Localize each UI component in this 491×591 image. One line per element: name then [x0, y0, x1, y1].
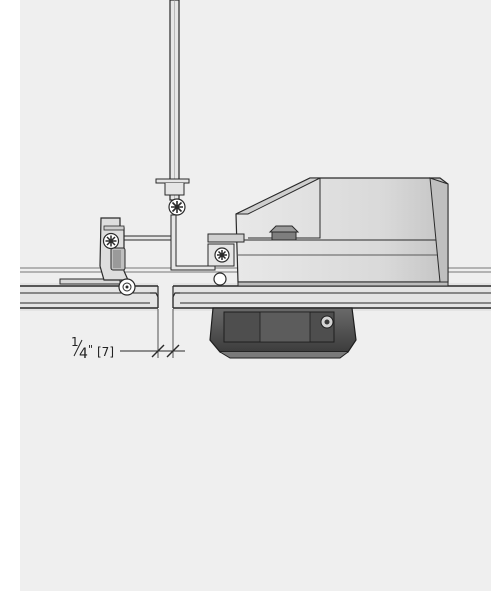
fraction-denominator: 4: [79, 346, 88, 362]
metric-value: [7]: [97, 345, 114, 359]
screw-top: [168, 198, 186, 216]
rail-left: [20, 283, 159, 311]
screw-right: [207, 243, 235, 267]
suspension-rod: [169, 0, 180, 201]
fraction-numerator: 1: [71, 335, 79, 349]
rail-right: [172, 283, 491, 311]
gearbox: [209, 307, 357, 359]
left-clamp: [59, 217, 136, 296]
hanger-bracket: [120, 178, 216, 271]
roller-right: [213, 272, 227, 286]
dimension-label: 1 4 " [7]: [71, 335, 114, 362]
screw-left: [102, 232, 120, 250]
dimension-gap: [120, 309, 185, 358]
operator-body: [207, 177, 449, 287]
inch-mark: ": [88, 343, 93, 356]
